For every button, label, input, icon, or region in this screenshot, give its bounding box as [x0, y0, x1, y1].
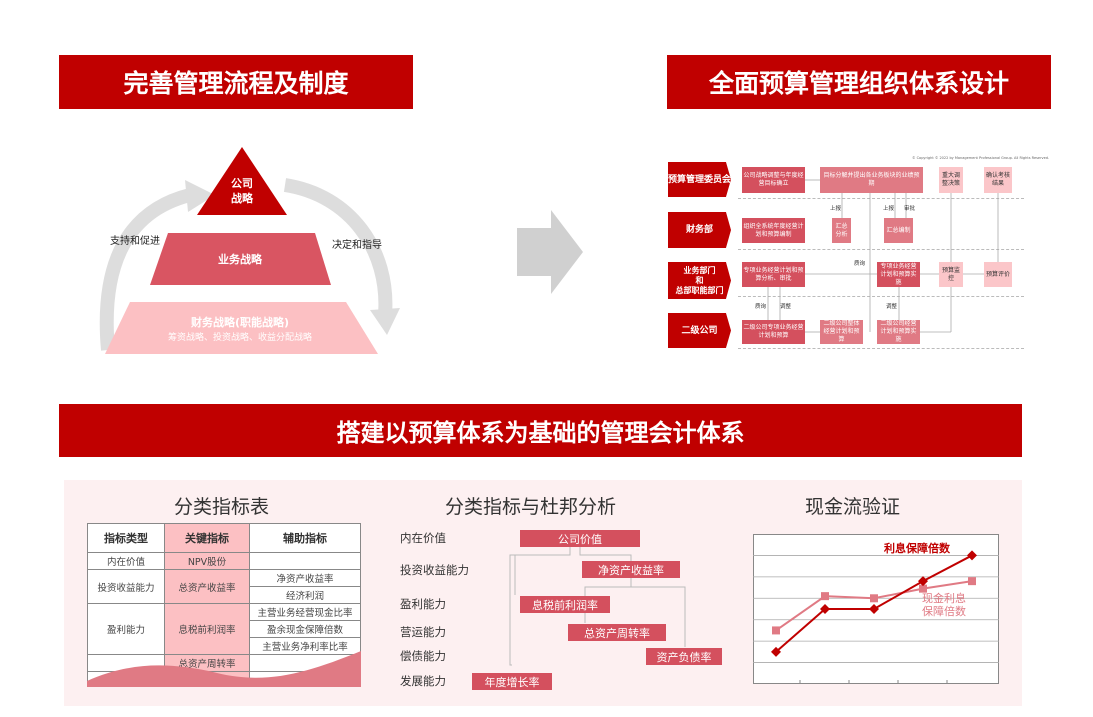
flow-box-special-review: 专项业务经营计划和预算分析、审批 — [742, 262, 805, 287]
cell-key: 息税前利润率 — [164, 603, 250, 655]
label-query: 质询 — [854, 261, 866, 267]
flow-connectors — [767, 179, 999, 333]
table-title: 分类指标表 — [174, 496, 270, 518]
dupont-box-growth: 年度增长率 — [472, 673, 552, 690]
label-adjust: 调整 — [886, 304, 898, 310]
dupont-box-roe: 净资产收益率 — [582, 561, 680, 578]
pyramid-bottom-title: 财务战略(职能战略) — [190, 316, 290, 329]
pyramid-top-label: 公司战略 — [231, 177, 253, 205]
label-report: 上报 — [883, 206, 895, 212]
pyramid-bottom-subtitle: 筹资战略、投资战略、收益分配战略 — [167, 333, 312, 343]
label-approve: 审批 — [904, 206, 916, 212]
left-cycle-arrow — [99, 188, 192, 351]
cell-aux — [249, 552, 361, 570]
data-point-square — [821, 592, 829, 601]
pyramid-bottom — [105, 302, 378, 354]
cashflow-title: 现金流验证 — [805, 496, 901, 518]
pyramid-middle-label: 业务战略 — [218, 253, 262, 266]
dupont-label: 营运能力 — [400, 625, 446, 639]
cell-key: NPV股份 — [164, 552, 250, 570]
data-point-square — [772, 626, 780, 635]
flow-box-organize: 组织全系统年度经营计划和预算编制 — [742, 218, 805, 243]
data-point-diamond — [771, 646, 781, 657]
left-arrow-head — [185, 180, 215, 212]
dupont-connectors — [509, 547, 686, 666]
cell-aux: 净资产收益率 — [249, 569, 361, 587]
flow-box-summary-compile: 汇总编制 — [884, 218, 913, 243]
cell-aux: 经济利润 — [249, 586, 361, 604]
copyright-text: © Copyright © 2022 by Management Profess… — [912, 156, 1050, 160]
data-point-square — [968, 577, 976, 586]
separator — [738, 198, 1024, 199]
dupont-box-company-value: 公司价值 — [520, 530, 640, 547]
flow-box-confirm: 确认考核结果 — [984, 167, 1012, 193]
flow-box-target: 目标分解并提出各业务板块的业绩预期 — [820, 167, 923, 193]
row-budget-committee: 预算管理委员会 — [668, 162, 731, 197]
dupont-box-debt-ratio: 资产负债率 — [646, 648, 722, 665]
cell-type: 投资收益能力 — [87, 569, 165, 604]
data-point-diamond — [967, 550, 977, 561]
cell-type: 内在价值 — [87, 552, 165, 570]
process-title-banner: 完善管理流程及制度 — [59, 55, 413, 109]
flow-box-sub-overall: 二级公司整体经营计划和预算 — [820, 320, 863, 344]
wave-decoration — [87, 651, 361, 687]
dupont-label: 偿债能力 — [400, 649, 446, 663]
data-point-diamond — [918, 576, 928, 587]
right-arrow-icon — [517, 210, 583, 294]
flow-box-sub-special: 二级公司专项业务经营计划和预算 — [742, 320, 805, 344]
data-point-square — [919, 584, 927, 593]
cell-aux: 盈余现金保障倍数 — [249, 620, 361, 638]
dupont-box-ebit-margin: 息税前利润率 — [520, 596, 610, 613]
header-key: 关键指标 — [164, 523, 250, 553]
cell-type: 盈利能力 — [87, 603, 165, 655]
row-subsidiary: 二级公司 — [668, 313, 731, 348]
dupont-label: 内在价值 — [400, 531, 446, 545]
cashflow-chart — [753, 534, 999, 684]
left-arrow-label: 支持和促进 — [110, 236, 160, 247]
dupont-box-asset-turnover: 总资产周转率 — [568, 624, 666, 641]
row-finance: 财务部 — [668, 212, 731, 248]
header-aux: 辅助指标 — [249, 523, 361, 553]
right-arrow-head — [370, 308, 400, 335]
right-arrow-label: 决定和指导 — [332, 240, 382, 251]
dupont-title: 分类指标与杜邦分析 — [445, 496, 617, 518]
cell-aux: 主营业务经营现金比率 — [249, 603, 361, 621]
pyramid-top — [197, 147, 287, 215]
separator — [738, 296, 1024, 297]
flow-box-monitor: 预算监控 — [939, 262, 963, 287]
flow-box-major-decision: 重大调整决策 — [939, 167, 963, 193]
flow-box-sub-exec: 二级公司经营计划和预算实施 — [877, 320, 920, 344]
flow-box-evaluate: 预算评价 — [984, 262, 1012, 287]
org-title-banner: 全面预算管理组织体系设计 — [667, 55, 1051, 109]
flow-box-strategy: 公司战略调整与年度经营目标确立 — [742, 167, 805, 193]
dupont-label: 投资收益能力 — [400, 563, 469, 577]
dupont-label: 盈利能力 — [400, 597, 446, 611]
cell-key: 总资产收益率 — [164, 569, 250, 604]
data-point-diamond — [869, 604, 879, 614]
label-query: 质询 — [755, 304, 767, 310]
separator — [738, 348, 1024, 349]
flow-box-special-exec: 专项业务经营计划和预算实施 — [877, 262, 920, 287]
label-report: 上报 — [830, 206, 842, 212]
pyramid-diagram — [99, 147, 400, 354]
separator — [738, 249, 1024, 250]
right-cycle-arrow — [283, 178, 393, 316]
flow-box-summary-analysis: 汇总分析 — [832, 218, 851, 243]
data-point-square — [870, 594, 878, 603]
header-type: 指标类型 — [87, 523, 165, 553]
series-label-interest-coverage: 利息保障倍数 — [884, 542, 950, 555]
accounting-title-banner: 搭建以预算体系为基础的管理会计体系 — [59, 404, 1022, 457]
pyramid-middle — [150, 233, 331, 285]
label-adjust: 调整 — [780, 304, 792, 310]
series-label-cash-coverage: 现金利息保障倍数 — [922, 592, 966, 618]
row-business-depts: 业务部门 和 总部职能部门 — [668, 262, 731, 299]
dupont-label: 发展能力 — [400, 674, 446, 688]
data-point-diamond — [820, 604, 830, 614]
